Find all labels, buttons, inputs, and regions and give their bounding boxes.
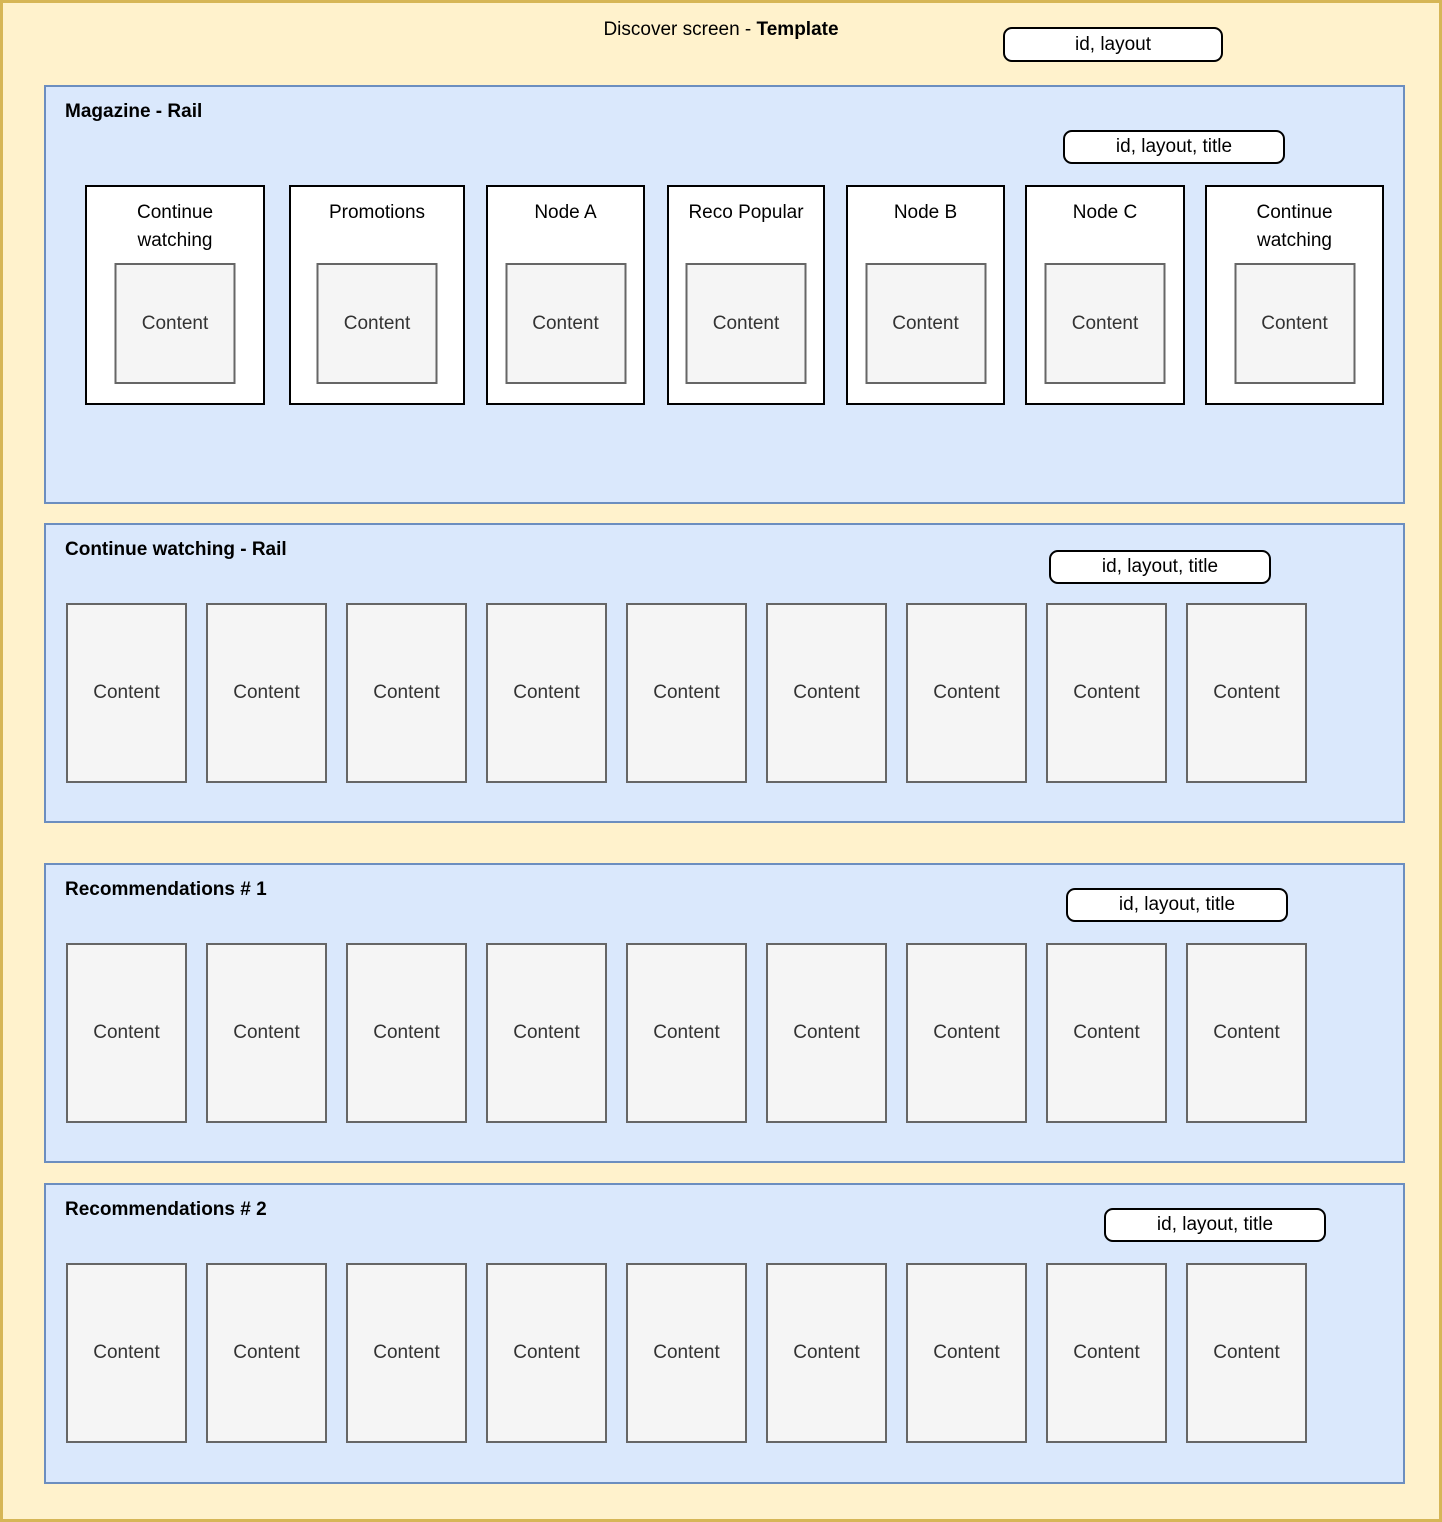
magazine-card-continue-watching-2: Continue watching Content xyxy=(1205,185,1384,405)
content-placeholder: Content xyxy=(346,943,467,1123)
content-label: Content xyxy=(1073,1022,1140,1043)
content-placeholder: Content xyxy=(206,943,327,1123)
content-label: Content xyxy=(653,1022,720,1043)
rail-magazine: Magazine - Rail id, layout, title Contin… xyxy=(44,85,1405,504)
content-placeholder: Content xyxy=(66,943,187,1123)
magazine-card-continue-watching-1: Continue watching Content xyxy=(85,185,265,405)
page-title-emphasis: Template xyxy=(756,19,839,40)
content-placeholder: Content xyxy=(1186,603,1307,783)
content-placeholder: Content xyxy=(865,263,986,384)
rail-recommendations-2-title: Recommendations # 2 xyxy=(65,1199,267,1220)
content-label: Content xyxy=(1213,1022,1280,1043)
content-label: Content xyxy=(1261,312,1328,334)
content-placeholder: Content xyxy=(766,943,887,1123)
content-placeholder: Content xyxy=(1044,263,1166,384)
rail-recommendations-1: Recommendations # 1 id, layout, title Co… xyxy=(44,863,1405,1163)
content-placeholder: Content xyxy=(486,943,607,1123)
content-placeholder: Content xyxy=(1186,943,1307,1123)
card-title: Node A xyxy=(534,202,597,223)
content-label: Content xyxy=(653,682,720,703)
content-placeholder: Content xyxy=(766,1263,887,1443)
content-label: Content xyxy=(532,312,599,334)
content-label: Content xyxy=(712,312,780,334)
rail-magazine-fields-badge: id, layout, title xyxy=(1063,130,1285,164)
content-placeholder: Content xyxy=(906,1263,1027,1443)
content-label: Content xyxy=(793,682,860,703)
content-placeholder: Content xyxy=(66,1263,187,1443)
content-label: Content xyxy=(343,312,411,334)
page-title-prefix: Discover screen - xyxy=(603,19,757,40)
rail-recommendations-2-fields-badge: id, layout, title xyxy=(1104,1208,1326,1242)
content-label: Content xyxy=(933,1022,1000,1043)
content-label: Content xyxy=(793,1342,860,1363)
content-placeholder: Content xyxy=(685,263,807,384)
card-title: Node C xyxy=(1072,202,1138,223)
rail-recommendations-1-fields-badge: id, layout, title xyxy=(1066,888,1288,922)
rail-recommendations-1-title: Recommendations # 1 xyxy=(65,879,267,900)
content-label: Content xyxy=(1213,682,1280,703)
content-placeholder: Content xyxy=(766,603,887,783)
card-title: Node B xyxy=(893,202,958,223)
content-label: Content xyxy=(233,682,300,703)
content-label: Content xyxy=(933,1342,1000,1363)
content-placeholder: Content xyxy=(486,603,607,783)
content-placeholder: Content xyxy=(114,263,236,384)
content-label: Content xyxy=(892,312,959,334)
content-placeholder: Content xyxy=(1234,263,1355,384)
content-label: Content xyxy=(93,1022,160,1043)
page-title: Discover screen - Template xyxy=(3,19,1439,41)
content-label: Content xyxy=(233,1342,300,1363)
card-title: Reco Popular xyxy=(688,202,804,223)
content-placeholder: Content xyxy=(486,1263,607,1443)
content-label: Content xyxy=(1073,682,1140,703)
content-label: Content xyxy=(373,1342,440,1363)
rail-continue-watching-title: Continue watching - Rail xyxy=(65,539,287,560)
content-label: Content xyxy=(793,1022,860,1043)
content-placeholder: Content xyxy=(505,263,626,384)
content-placeholder: Content xyxy=(206,1263,327,1443)
content-label: Content xyxy=(93,1342,160,1363)
content-label: Content xyxy=(1213,1342,1280,1363)
rail-continue-watching-fields-badge: id, layout, title xyxy=(1049,550,1271,584)
content-placeholder: Content xyxy=(626,603,747,783)
screen-fields-badge: id, layout xyxy=(1003,27,1223,62)
content-label: Content xyxy=(233,1022,300,1043)
content-placeholder: Content xyxy=(1046,1263,1167,1443)
magazine-card-node-b: Node B Content xyxy=(846,185,1005,405)
rail-magazine-title: Magazine - Rail xyxy=(65,101,203,122)
content-label: Content xyxy=(373,1022,440,1043)
content-label: Content xyxy=(93,682,160,703)
content-label: Content xyxy=(513,1022,580,1043)
content-label: Content xyxy=(513,1342,580,1363)
content-placeholder: Content xyxy=(66,603,187,783)
content-placeholder: Content xyxy=(346,603,467,783)
magazine-card-promotions: Promotions Content xyxy=(289,185,465,405)
content-label: Content xyxy=(653,1342,720,1363)
content-placeholder: Content xyxy=(1046,603,1167,783)
content-placeholder: Content xyxy=(626,1263,747,1443)
content-label: Content xyxy=(513,682,580,703)
card-title: Promotions xyxy=(328,202,426,223)
content-placeholder: Content xyxy=(1186,1263,1307,1443)
magazine-card-reco-popular: Reco Popular Content xyxy=(667,185,825,405)
magazine-card-node-a: Node A Content xyxy=(486,185,645,405)
content-label: Content xyxy=(141,312,209,334)
content-label: Content xyxy=(933,682,1000,703)
content-label: Content xyxy=(1073,1342,1140,1363)
card-title: Continue watching xyxy=(1256,202,1333,251)
content-label: Content xyxy=(1071,312,1139,334)
content-label: Content xyxy=(373,682,440,703)
content-placeholder: Content xyxy=(346,1263,467,1443)
content-placeholder: Content xyxy=(906,943,1027,1123)
card-title: Continue watching xyxy=(136,202,214,251)
content-placeholder: Content xyxy=(906,603,1027,783)
content-placeholder: Content xyxy=(206,603,327,783)
rail-continue-watching: Continue watching - Rail id, layout, tit… xyxy=(44,523,1405,823)
rail-recommendations-2: Recommendations # 2 id, layout, title Co… xyxy=(44,1183,1405,1484)
content-placeholder: Content xyxy=(626,943,747,1123)
content-placeholder: Content xyxy=(1046,943,1167,1123)
content-placeholder: Content xyxy=(316,263,438,384)
magazine-card-node-c: Node C Content xyxy=(1025,185,1185,405)
